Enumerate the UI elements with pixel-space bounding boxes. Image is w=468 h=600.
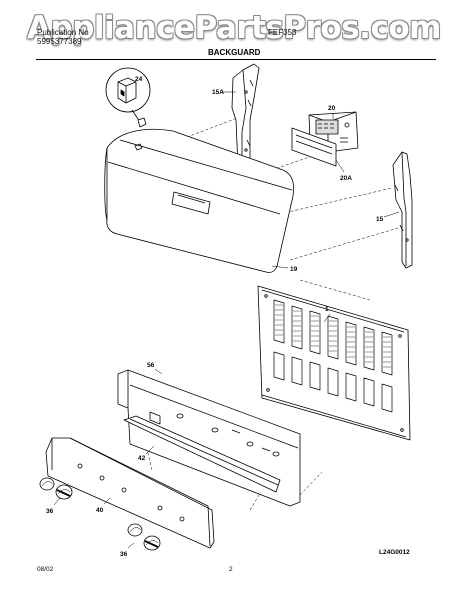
publication-number: 5995377389: [37, 37, 82, 46]
knob-group-36-left: [39, 477, 73, 500]
callout-20a: 20A: [340, 175, 352, 182]
callout-15: 15: [376, 216, 384, 223]
callout-42: 42: [138, 455, 146, 462]
model-number: FEF353: [268, 28, 297, 37]
header-rule: [36, 59, 436, 60]
publication-label: Publication No: [37, 28, 89, 37]
end-bracket-15: [392, 151, 413, 269]
callout-19: 19: [290, 266, 298, 273]
footer-page: 2: [229, 566, 233, 573]
callout-40: 40: [96, 507, 104, 514]
drawing-id: L24G0012: [379, 549, 410, 556]
trim-strip-42: [123, 415, 281, 493]
switch-part-24: [105, 67, 151, 128]
leader-lines: [53, 91, 400, 549]
callout-36-right: 36: [120, 551, 128, 558]
callout-24: 24: [135, 76, 143, 83]
callout-20: 20: [328, 105, 336, 112]
callout-15a: 15A: [212, 89, 224, 96]
callout-36-left: 36: [46, 508, 54, 515]
rear-panel-1: [257, 285, 411, 441]
callout-1: 1: [325, 306, 329, 313]
end-bracket-15a: [231, 63, 260, 173]
section-title: BACKGUARD: [208, 48, 261, 57]
watermark: AppliancePartsPros.com: [27, 10, 441, 46]
overlay-20a: [291, 127, 337, 167]
knob-group-36-right: [127, 523, 161, 551]
control-panel-40: [45, 437, 215, 549]
backguard-panel-19: [104, 128, 294, 273]
callout-56: 56: [147, 362, 155, 369]
footer-date: 08/02: [37, 566, 54, 573]
